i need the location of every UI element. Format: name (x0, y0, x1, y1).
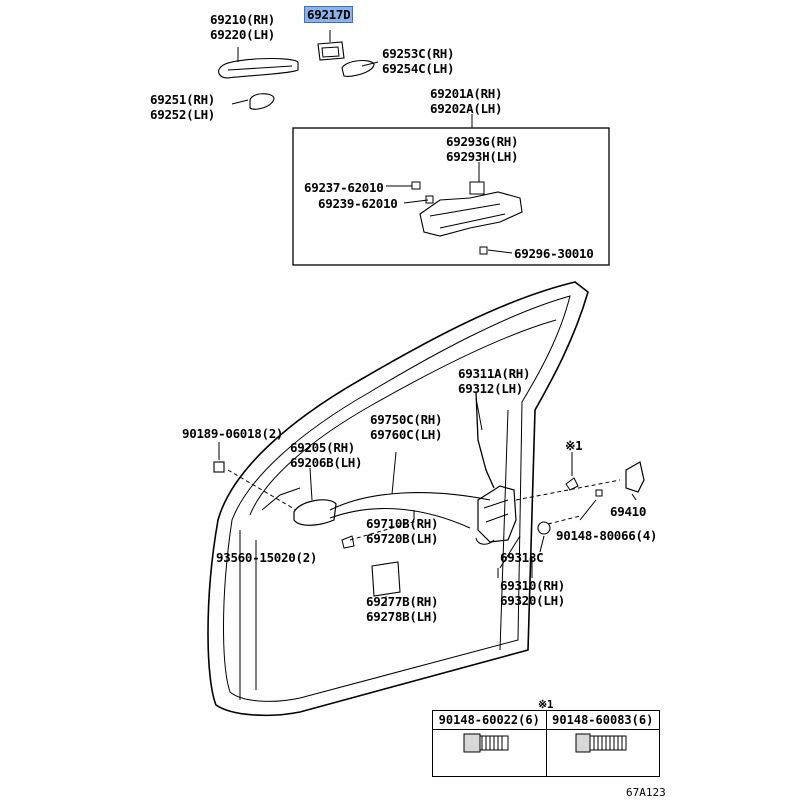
part-number-line: 69239-62010 (318, 196, 398, 211)
part-number-line: 93560-15020(2) (216, 550, 318, 565)
key-cylinder-cap-shape (317, 41, 345, 61)
part-number-line: 69251(RH) (150, 92, 216, 107)
lock-rod-shape (475, 391, 495, 489)
part-number-line: 69320(LH) (500, 593, 566, 608)
part-69750-label: 69750C(RH) 69760C(LH) (370, 412, 443, 442)
part-90148-80066-label: 90148-80066(4) (556, 528, 657, 543)
part-number-line: 69206B(LH) (290, 455, 363, 470)
part-number-line: 69202A(LH) (430, 101, 503, 116)
lock-cover-shape (537, 521, 551, 535)
part-69253-label: 69253C(RH) 69254C(LH) (382, 46, 455, 76)
part-69277-label: 69277B(RH) 69278B(LH) (366, 594, 439, 624)
part-number-line: 69253C(RH) (382, 46, 455, 61)
door-outline (207, 281, 589, 717)
part-number-line: 69293G(RH) (446, 134, 519, 149)
part-number-line: 69312(LH) (458, 381, 524, 396)
part-69410-label: 69410 (610, 504, 646, 519)
part-number-line: 69201A(RH) (430, 86, 503, 101)
part-69237-label: 69237-62010 (304, 180, 384, 195)
part-69293-label: 69293G(RH) 69293H(LH) (446, 134, 519, 164)
part-90189-label: 90189-06018(2) (182, 426, 283, 441)
protector-shape (371, 561, 401, 597)
highlighted-part-number[interactable]: 69217D (304, 6, 354, 23)
fastener-table: 90148-60022(6) 90148-60083(6) (432, 710, 660, 777)
part-69201-label: 69201A(RH) 69202A(LH) (430, 86, 503, 116)
figure-id: 67A123 (626, 786, 666, 799)
fastener-header-1: 90148-60022(6) (432, 710, 547, 730)
part-69217-label[interactable]: 69217D (304, 6, 354, 23)
clip-shape (213, 461, 225, 473)
part-69251-label: 69251(RH) 69252(LH) (150, 92, 215, 122)
inset-box (292, 127, 610, 266)
table-mark: ※1 (538, 697, 554, 712)
part-69296-label: 69296-30010 (514, 246, 594, 261)
part-93560-label: 93560-15020(2) (216, 550, 317, 565)
part-69311-label: 69311A(RH) 69312(LH) (458, 366, 531, 396)
part-number-line: 69220(LH) (210, 27, 276, 42)
part-number-line: 69318C (500, 550, 544, 565)
part-69239-label: 69239-62010 (318, 196, 398, 211)
part-number-line: 90148-80066(4) (556, 528, 658, 543)
striker-shape (625, 461, 645, 493)
pad-rh-shape (341, 59, 375, 77)
fastener-header-2: 90148-60083(6) (545, 710, 660, 730)
part-number-line: 69760C(LH) (370, 427, 443, 442)
note-mark: ※1 (538, 698, 554, 711)
part-number-line: 69710B(RH) (366, 516, 439, 531)
fastener-cell-1 (432, 729, 547, 777)
part-number-line: 69237-62010 (304, 180, 384, 195)
part-number-line: 69310(RH) (500, 578, 566, 593)
outside-handle-shape (218, 57, 299, 79)
door-lock-shape (477, 485, 517, 543)
part-number-line: 69311A(RH) (458, 366, 531, 381)
part-number-line: 69277B(RH) (366, 594, 439, 609)
part-69710-label: 69710B(RH) 69720B(LH) (366, 516, 439, 546)
inside-handle-shape (293, 499, 337, 526)
part-number-line: 69720B(LH) (366, 531, 439, 546)
part-number-line: 69293H(LH) (446, 149, 519, 164)
part-number-line: 69210(RH) (210, 12, 276, 27)
handle-frame-shape (419, 191, 523, 237)
part-number-line: 69750C(RH) (370, 412, 443, 427)
part-69310-label: 69310(RH) 69320(LH) (500, 578, 565, 608)
part-number-line: 90189-06018(2) (182, 426, 284, 441)
part-number-line: 69252(LH) (150, 107, 216, 122)
fastener-cell-2 (545, 729, 660, 777)
part-69318-label: 69318C (500, 550, 544, 565)
mark-1-label: ※1 (565, 438, 583, 453)
note-mark: ※1 (565, 438, 583, 453)
pad-front-shape (249, 93, 275, 110)
part-number-line: 69205(RH) (290, 440, 356, 455)
part-number-line: 69410 (610, 504, 647, 519)
part-number-line: 69278B(LH) (366, 609, 439, 624)
part-number-line: 69254C(LH) (382, 61, 455, 76)
part-number-line: 69296-30010 (514, 246, 594, 261)
part-69210-label: 69210(RH) 69220(LH) (210, 12, 275, 42)
part-69205-label: 69205(RH) 69206B(LH) (290, 440, 363, 470)
